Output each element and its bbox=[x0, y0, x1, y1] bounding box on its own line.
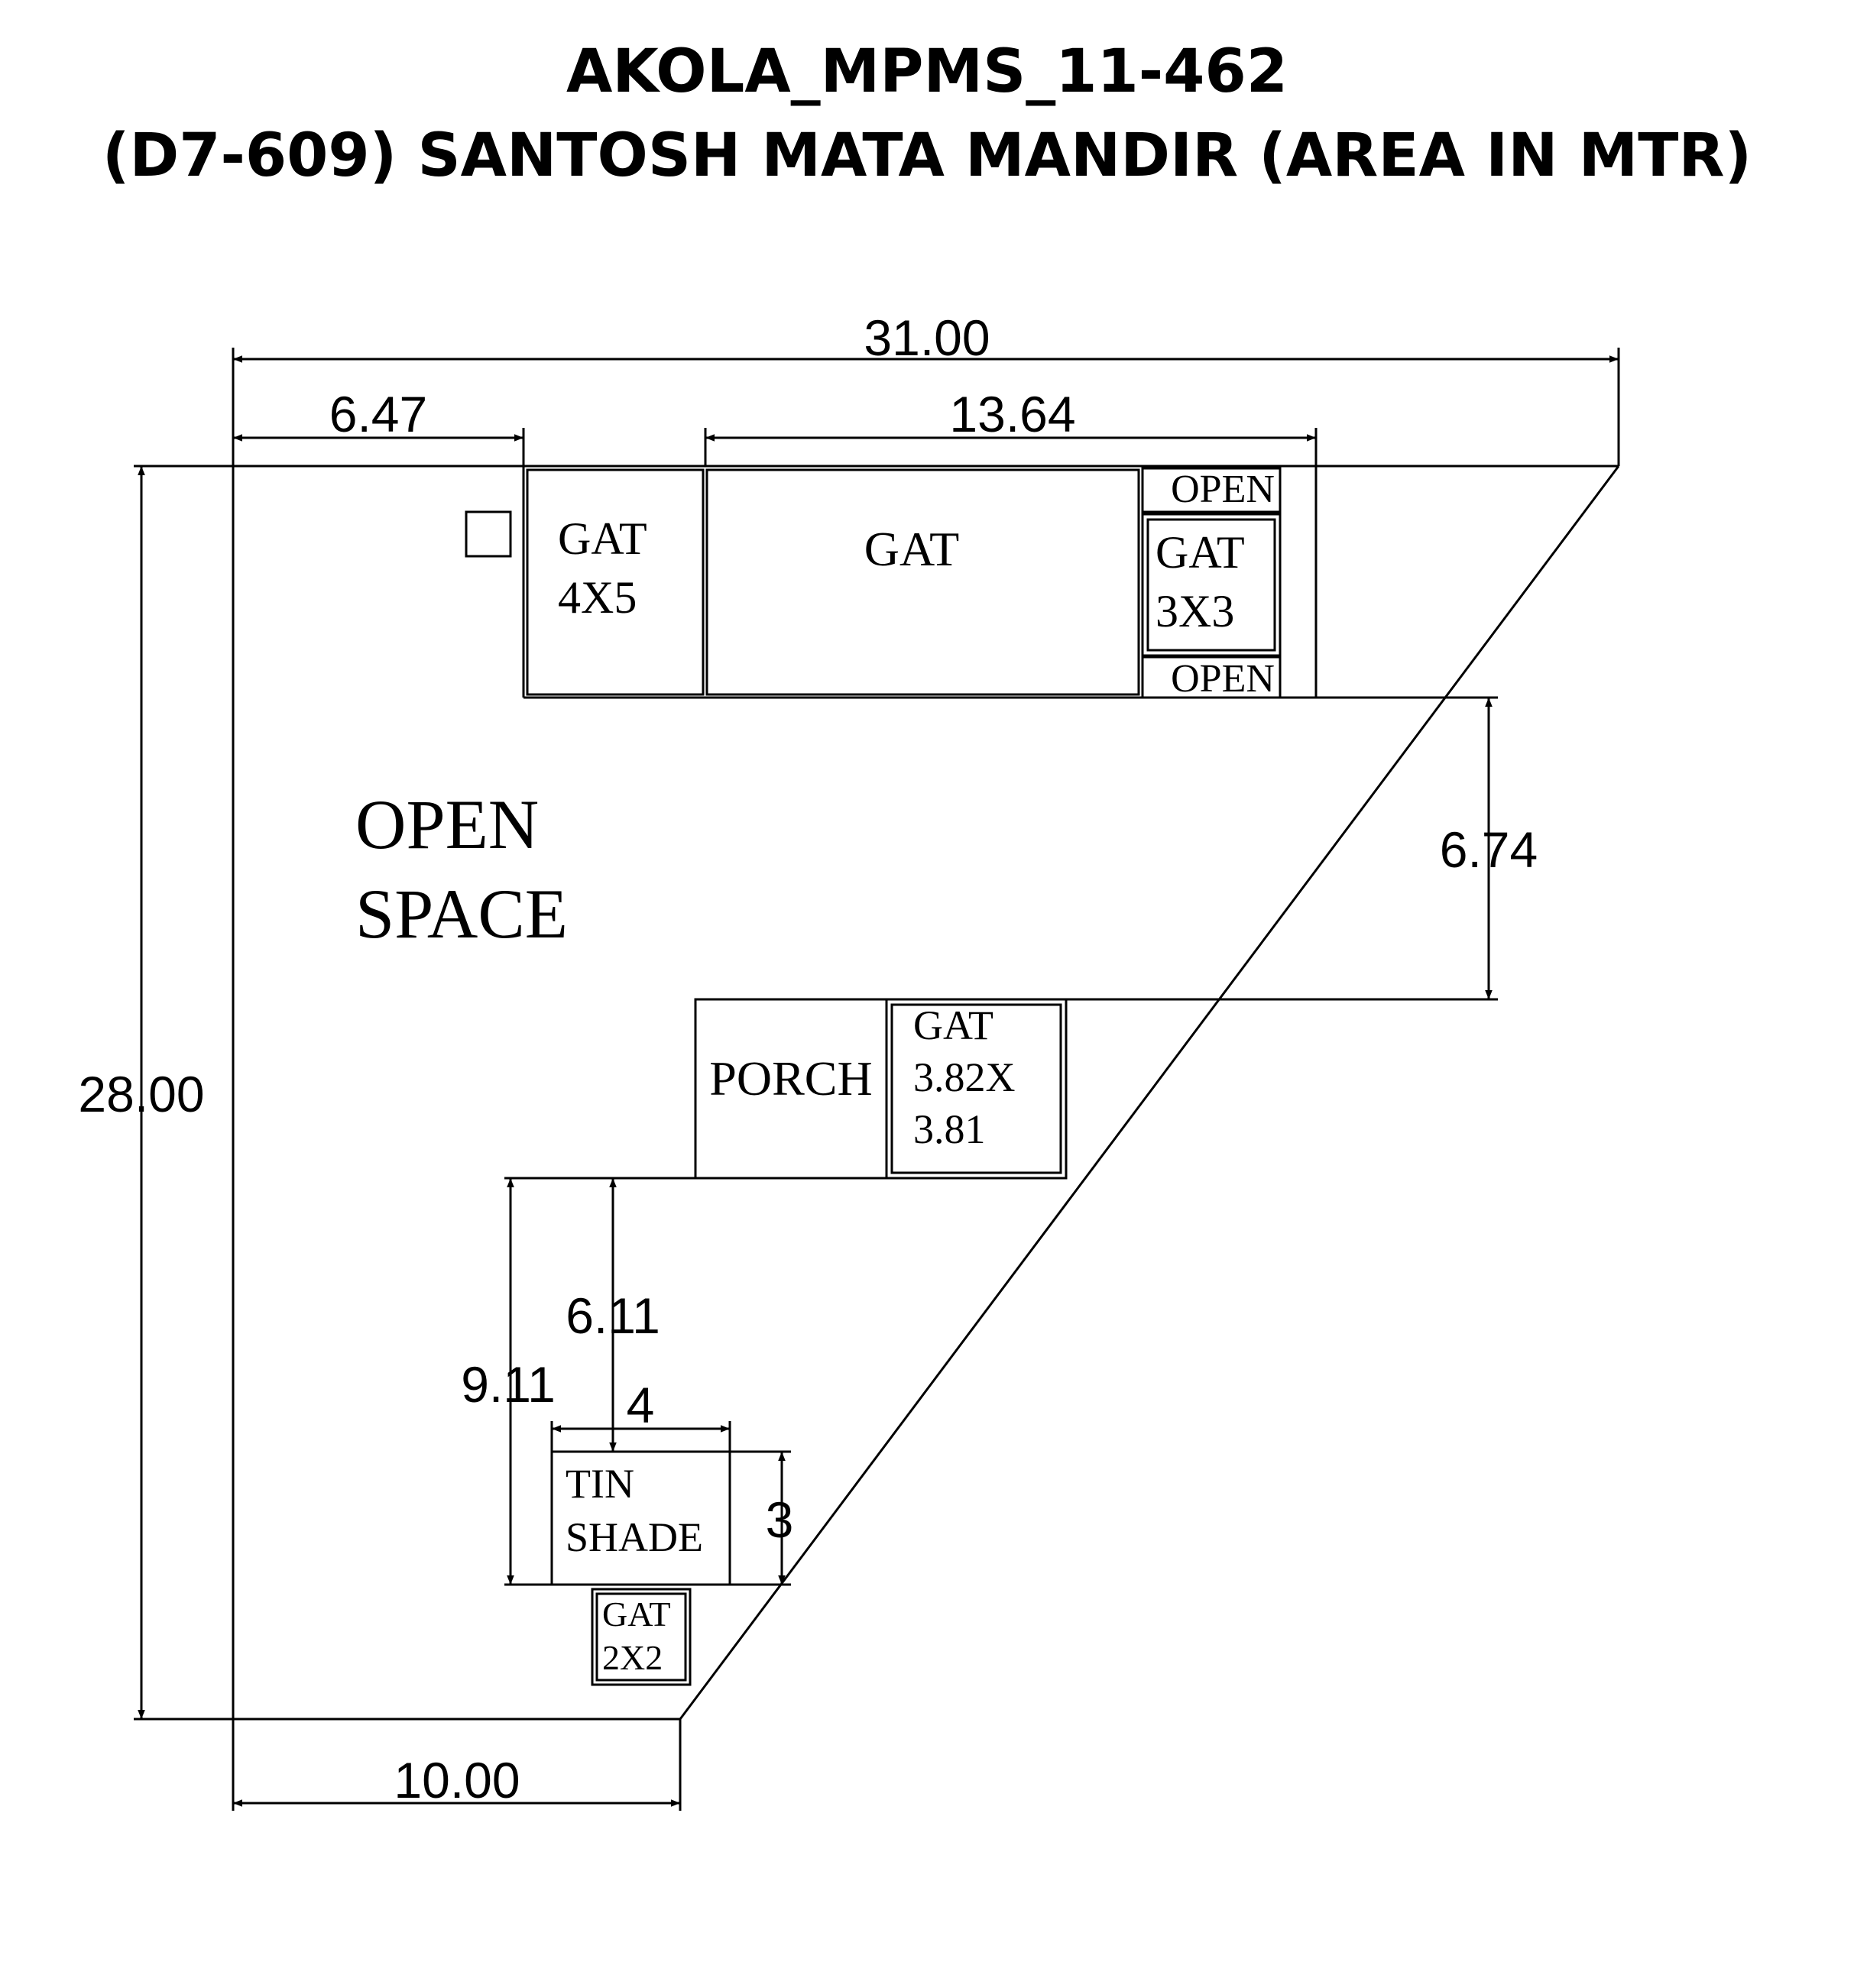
label-gat-3x3-2: 3X3 bbox=[1156, 586, 1234, 636]
dim-9-11: 9.11 bbox=[461, 1356, 556, 1413]
plot-boundary bbox=[134, 465, 1620, 1721]
room-gat-4x5 bbox=[526, 468, 705, 696]
dim-top-total: 31.00 bbox=[864, 309, 990, 366]
small-square-marker bbox=[465, 510, 512, 558]
label-gat-3x3-1: GAT bbox=[1156, 527, 1245, 578]
room-gat-3x3 bbox=[1141, 513, 1282, 657]
label-tin-shade-1: TIN bbox=[566, 1461, 634, 1507]
middle-building bbox=[694, 998, 1068, 1180]
label-open-space-2: SPACE bbox=[355, 875, 568, 953]
label-gat-2x2-2: 2X2 bbox=[602, 1638, 663, 1677]
dimension-lines bbox=[138, 355, 1619, 1807]
room-gat-382 bbox=[885, 998, 1068, 1180]
dim-6-11: 6.11 bbox=[566, 1287, 660, 1344]
label-gat-382-1: GAT bbox=[913, 1002, 993, 1048]
dim-bottom-width: 10.00 bbox=[394, 1752, 520, 1808]
label-open-top: OPEN bbox=[1171, 468, 1275, 511]
dim-right-gap: 6.74 bbox=[1440, 821, 1538, 878]
room-open-top bbox=[1141, 467, 1282, 513]
dim-tin-height: 3 bbox=[766, 1491, 794, 1548]
dim-top-middle: 13.64 bbox=[949, 386, 1075, 442]
title-line-2: (D7-609) SANTOSH MATA MANDIR (AREA IN MT… bbox=[102, 121, 1752, 190]
label-gat-4x5-1: GAT bbox=[558, 513, 647, 564]
label-gat-main: GAT bbox=[864, 522, 959, 576]
room-tin-shade bbox=[550, 1450, 731, 1586]
label-gat-2x2-1: GAT bbox=[602, 1595, 670, 1633]
label-gat-382-3: 3.81 bbox=[913, 1106, 986, 1152]
room-gat-main bbox=[705, 468, 1140, 696]
label-open-space-1: OPEN bbox=[355, 785, 539, 863]
label-tin-shade-2: SHADE bbox=[566, 1514, 703, 1560]
label-porch: PORCH bbox=[709, 1051, 872, 1106]
label-gat-382-2: 3.82X bbox=[913, 1054, 1016, 1100]
top-building bbox=[465, 466, 1318, 699]
dim-left-height: 28.00 bbox=[78, 1066, 204, 1122]
label-open-bottom: OPEN bbox=[1171, 657, 1275, 701]
title-line-1: AKOLA_MPMS_11-462 bbox=[566, 37, 1288, 106]
dim-tin-width: 4 bbox=[627, 1377, 655, 1433]
dim-top-left: 6.47 bbox=[329, 386, 427, 442]
room-gat-2x2 bbox=[591, 1588, 692, 1686]
room-open-bottom bbox=[1141, 656, 1282, 699]
label-gat-4x5-2: 4X5 bbox=[558, 572, 637, 623]
